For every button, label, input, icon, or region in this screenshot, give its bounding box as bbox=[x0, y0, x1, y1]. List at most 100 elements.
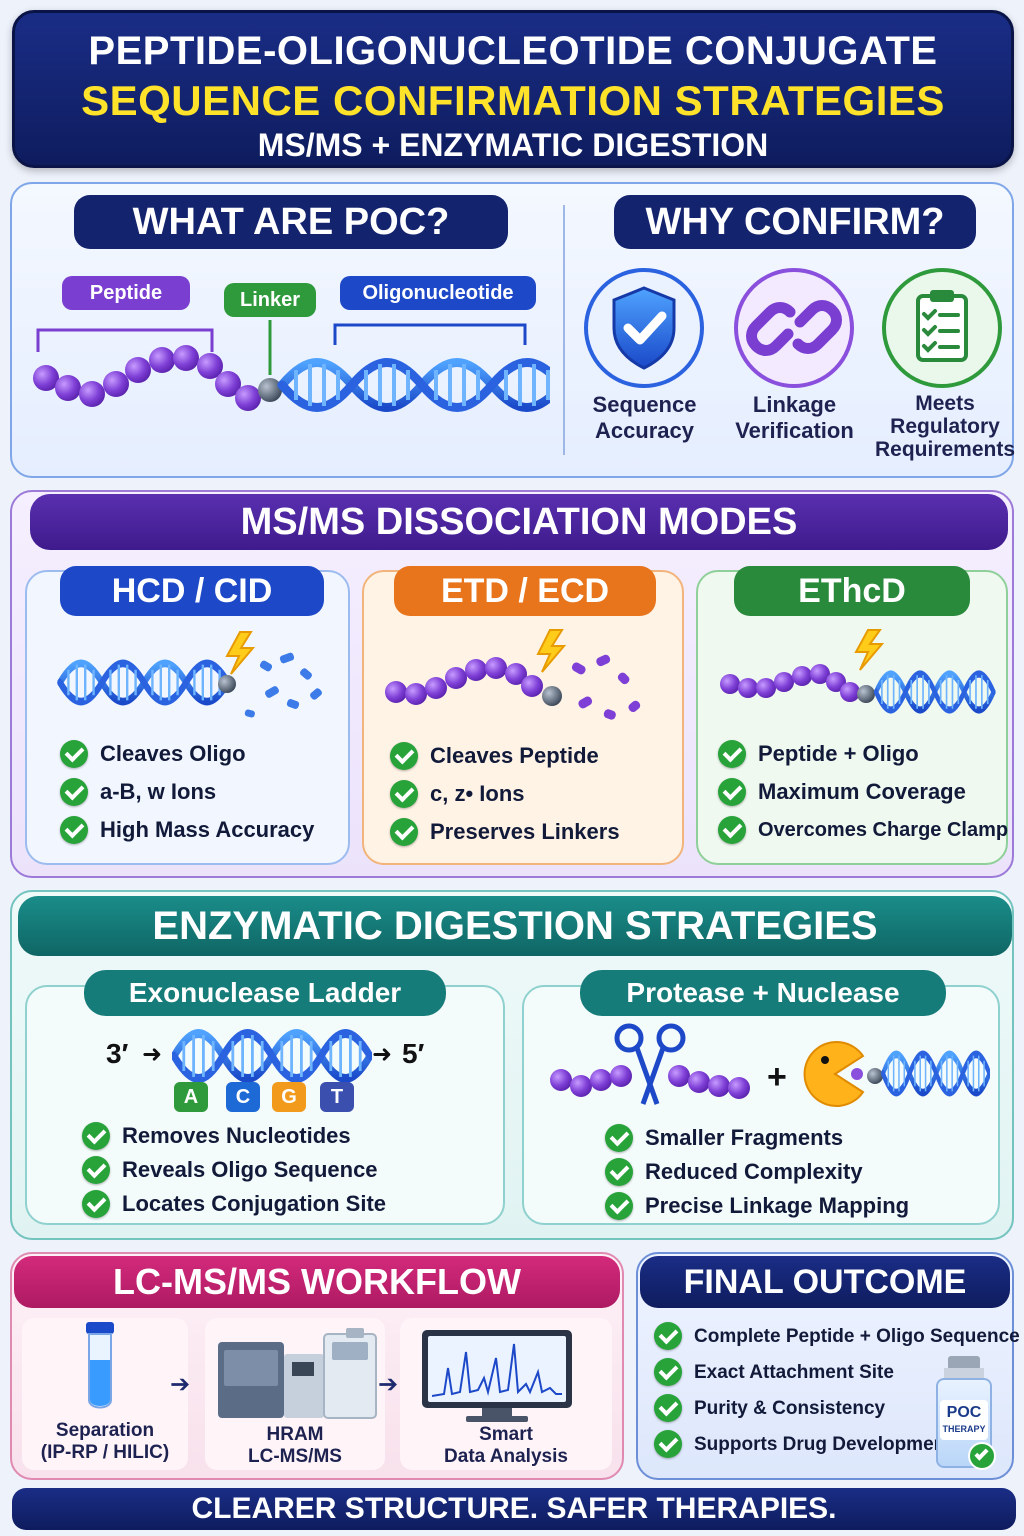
label-peptide: Peptide bbox=[62, 276, 190, 310]
ethcd-points: Peptide + Oligo Maximum Coverage Overcom… bbox=[718, 740, 1008, 844]
arrow-right-icon: ➔ bbox=[378, 1371, 399, 1398]
step-2-line2: LC-MS/MS bbox=[248, 1446, 342, 1467]
outcome-title: FINAL OUTCOME bbox=[640, 1256, 1010, 1308]
outcome-points: Complete Peptide + Oligo Sequence Exact … bbox=[654, 1322, 1020, 1458]
outcome-point: Supports Drug Development bbox=[654, 1430, 1020, 1458]
mode-title-hcd: HCD / CID bbox=[60, 566, 324, 616]
ethcd-point: Peptide + Oligo bbox=[718, 740, 1008, 768]
protease-title: Protease + Nuclease bbox=[580, 970, 946, 1016]
exo-label-5prime: 5′ bbox=[402, 1038, 425, 1069]
footer-banner: CLEARER STRUCTURE. SAFER THERAPIES. bbox=[12, 1488, 1016, 1530]
mass-spectrometer-icon bbox=[218, 1328, 377, 1419]
nuclease-pacman-icon bbox=[803, 1041, 865, 1107]
step-2-line1: HRAM bbox=[266, 1424, 324, 1445]
check-icon bbox=[718, 740, 746, 768]
arrow-right-icon: ➔ bbox=[170, 1371, 191, 1398]
base-a: A bbox=[174, 1082, 208, 1112]
protease-point: Smaller Fragments bbox=[605, 1124, 909, 1152]
outcome-point: Exact Attachment Site bbox=[654, 1358, 1020, 1386]
outcome-point: Purity & Consistency bbox=[654, 1394, 1020, 1422]
label-oligonucleotide: Oligonucleotide bbox=[340, 276, 536, 310]
poc-molecule-illustration bbox=[33, 320, 550, 450]
protease-point: Reduced Complexity bbox=[605, 1158, 909, 1186]
scissors-icon bbox=[614, 1023, 686, 1105]
outcome-point: Complete Peptide + Oligo Sequence bbox=[654, 1322, 1020, 1350]
check-icon bbox=[718, 778, 746, 806]
test-tube-icon bbox=[86, 1322, 114, 1409]
check-icon bbox=[60, 778, 88, 806]
why-title: WHY CONFIRM? bbox=[614, 195, 976, 249]
workflow-title: LC-MS/MS WORKFLOW bbox=[14, 1256, 620, 1308]
exo-point: Reveals Oligo Sequence bbox=[82, 1156, 386, 1184]
why-label-2b: Verification bbox=[735, 418, 854, 443]
mode-card-hcd bbox=[25, 570, 350, 865]
vial-label-line1: POC bbox=[946, 1404, 982, 1421]
ethcd-point: Maximum Coverage bbox=[718, 778, 1008, 806]
mode-card-etd bbox=[362, 570, 684, 865]
check-icon bbox=[605, 1192, 633, 1220]
header-line3: MS/MS + ENZYMATIC DIGESTION bbox=[257, 127, 769, 163]
check-icon bbox=[718, 816, 746, 844]
exo-label-3prime: 3′ bbox=[106, 1038, 129, 1069]
base-c: C bbox=[226, 1082, 260, 1112]
why-label-1a: Sequence bbox=[592, 392, 697, 417]
check-icon bbox=[654, 1358, 682, 1386]
ethcd-illustration bbox=[720, 629, 1000, 732]
mode-title-etd: ETD / ECD bbox=[394, 566, 656, 616]
why-label-3a: Meets bbox=[915, 392, 975, 415]
why-label-3b: Regulatory bbox=[890, 415, 1000, 438]
mode-card-ethcd bbox=[696, 570, 1008, 865]
hcd-point: a-B, w Ions bbox=[60, 778, 314, 806]
check-icon bbox=[82, 1190, 110, 1218]
check-icon bbox=[82, 1122, 110, 1150]
section-divider bbox=[563, 205, 565, 455]
protease-nuclease-illustration: + bbox=[550, 1023, 990, 1107]
arrow-right-icon: ➜ bbox=[142, 1041, 163, 1068]
why-item-sequence-accuracy: Sequence Accuracy bbox=[582, 268, 712, 448]
check-icon bbox=[654, 1430, 682, 1458]
label-linker: Linker bbox=[224, 283, 316, 317]
vial-check-icon bbox=[968, 1442, 996, 1470]
check-icon bbox=[390, 780, 418, 808]
why-item-regulatory: Meets Regulatory Requirements bbox=[875, 268, 1015, 468]
protease-points: Smaller Fragments Reduced Complexity Pre… bbox=[605, 1124, 909, 1220]
hcd-points: Cleaves Oligo a-B, w Ions High Mass Accu… bbox=[60, 740, 314, 844]
vial-label-line2: THERAPY bbox=[942, 1424, 986, 1434]
check-icon bbox=[605, 1124, 633, 1152]
msms-title: MS/MS DISSOCIATION MODES bbox=[30, 494, 1008, 550]
header-line2: SEQUENCE CONFIRMATION STRATEGIES bbox=[81, 77, 945, 124]
clipboard-checklist-icon bbox=[882, 268, 1002, 388]
etd-points: Cleaves Peptide c, z• Ions Preserves Lin… bbox=[390, 742, 620, 846]
protease-card bbox=[522, 985, 1000, 1225]
why-label-2a: Linkage bbox=[752, 392, 837, 417]
step-1-line1: Separation bbox=[55, 1420, 155, 1441]
exo-title: Exonuclease Ladder bbox=[84, 970, 446, 1016]
etd-point: Preserves Linkers bbox=[390, 818, 620, 846]
check-icon bbox=[605, 1158, 633, 1186]
chain-link-icon bbox=[734, 268, 854, 388]
poc-title: WHAT ARE POC? bbox=[74, 195, 508, 249]
base-t: T bbox=[320, 1082, 354, 1112]
hcd-point: Cleaves Oligo bbox=[60, 740, 314, 768]
check-icon bbox=[390, 742, 418, 770]
mode-title-ethcd: EThcD bbox=[734, 566, 970, 616]
arrow-right-icon: ➜ bbox=[372, 1041, 393, 1068]
why-label-1b: Accuracy bbox=[594, 418, 695, 443]
hcd-fragmentation-illustration bbox=[55, 631, 322, 718]
monitor-spectrum-icon bbox=[422, 1330, 572, 1422]
ethcd-point: Overcomes Charge Clamp bbox=[718, 816, 1008, 844]
enzymatic-title: ENZYMATIC DIGESTION STRATEGIES bbox=[18, 896, 1012, 956]
exo-helix-illustration bbox=[172, 1024, 372, 1088]
check-icon bbox=[654, 1394, 682, 1422]
header-banner: PEPTIDE-OLIGONUCLEOTIDE CONJUGATE SEQUEN… bbox=[12, 10, 1014, 168]
check-icon bbox=[390, 818, 418, 846]
check-icon bbox=[82, 1156, 110, 1184]
shield-check-icon bbox=[584, 268, 704, 388]
etd-point: Cleaves Peptide bbox=[390, 742, 620, 770]
poc-therapy-vial-icon: POC THERAPY bbox=[934, 1356, 996, 1470]
why-label-3c: Requirements bbox=[874, 438, 1016, 461]
etd-fragmentation-illustration bbox=[385, 629, 641, 720]
header-line1: PEPTIDE-OLIGONUCLEOTIDE CONJUGATE bbox=[88, 29, 938, 73]
exo-point: Removes Nucleotides bbox=[82, 1122, 386, 1150]
step-1-line2: (IP-RP / HILIC) bbox=[40, 1442, 170, 1463]
